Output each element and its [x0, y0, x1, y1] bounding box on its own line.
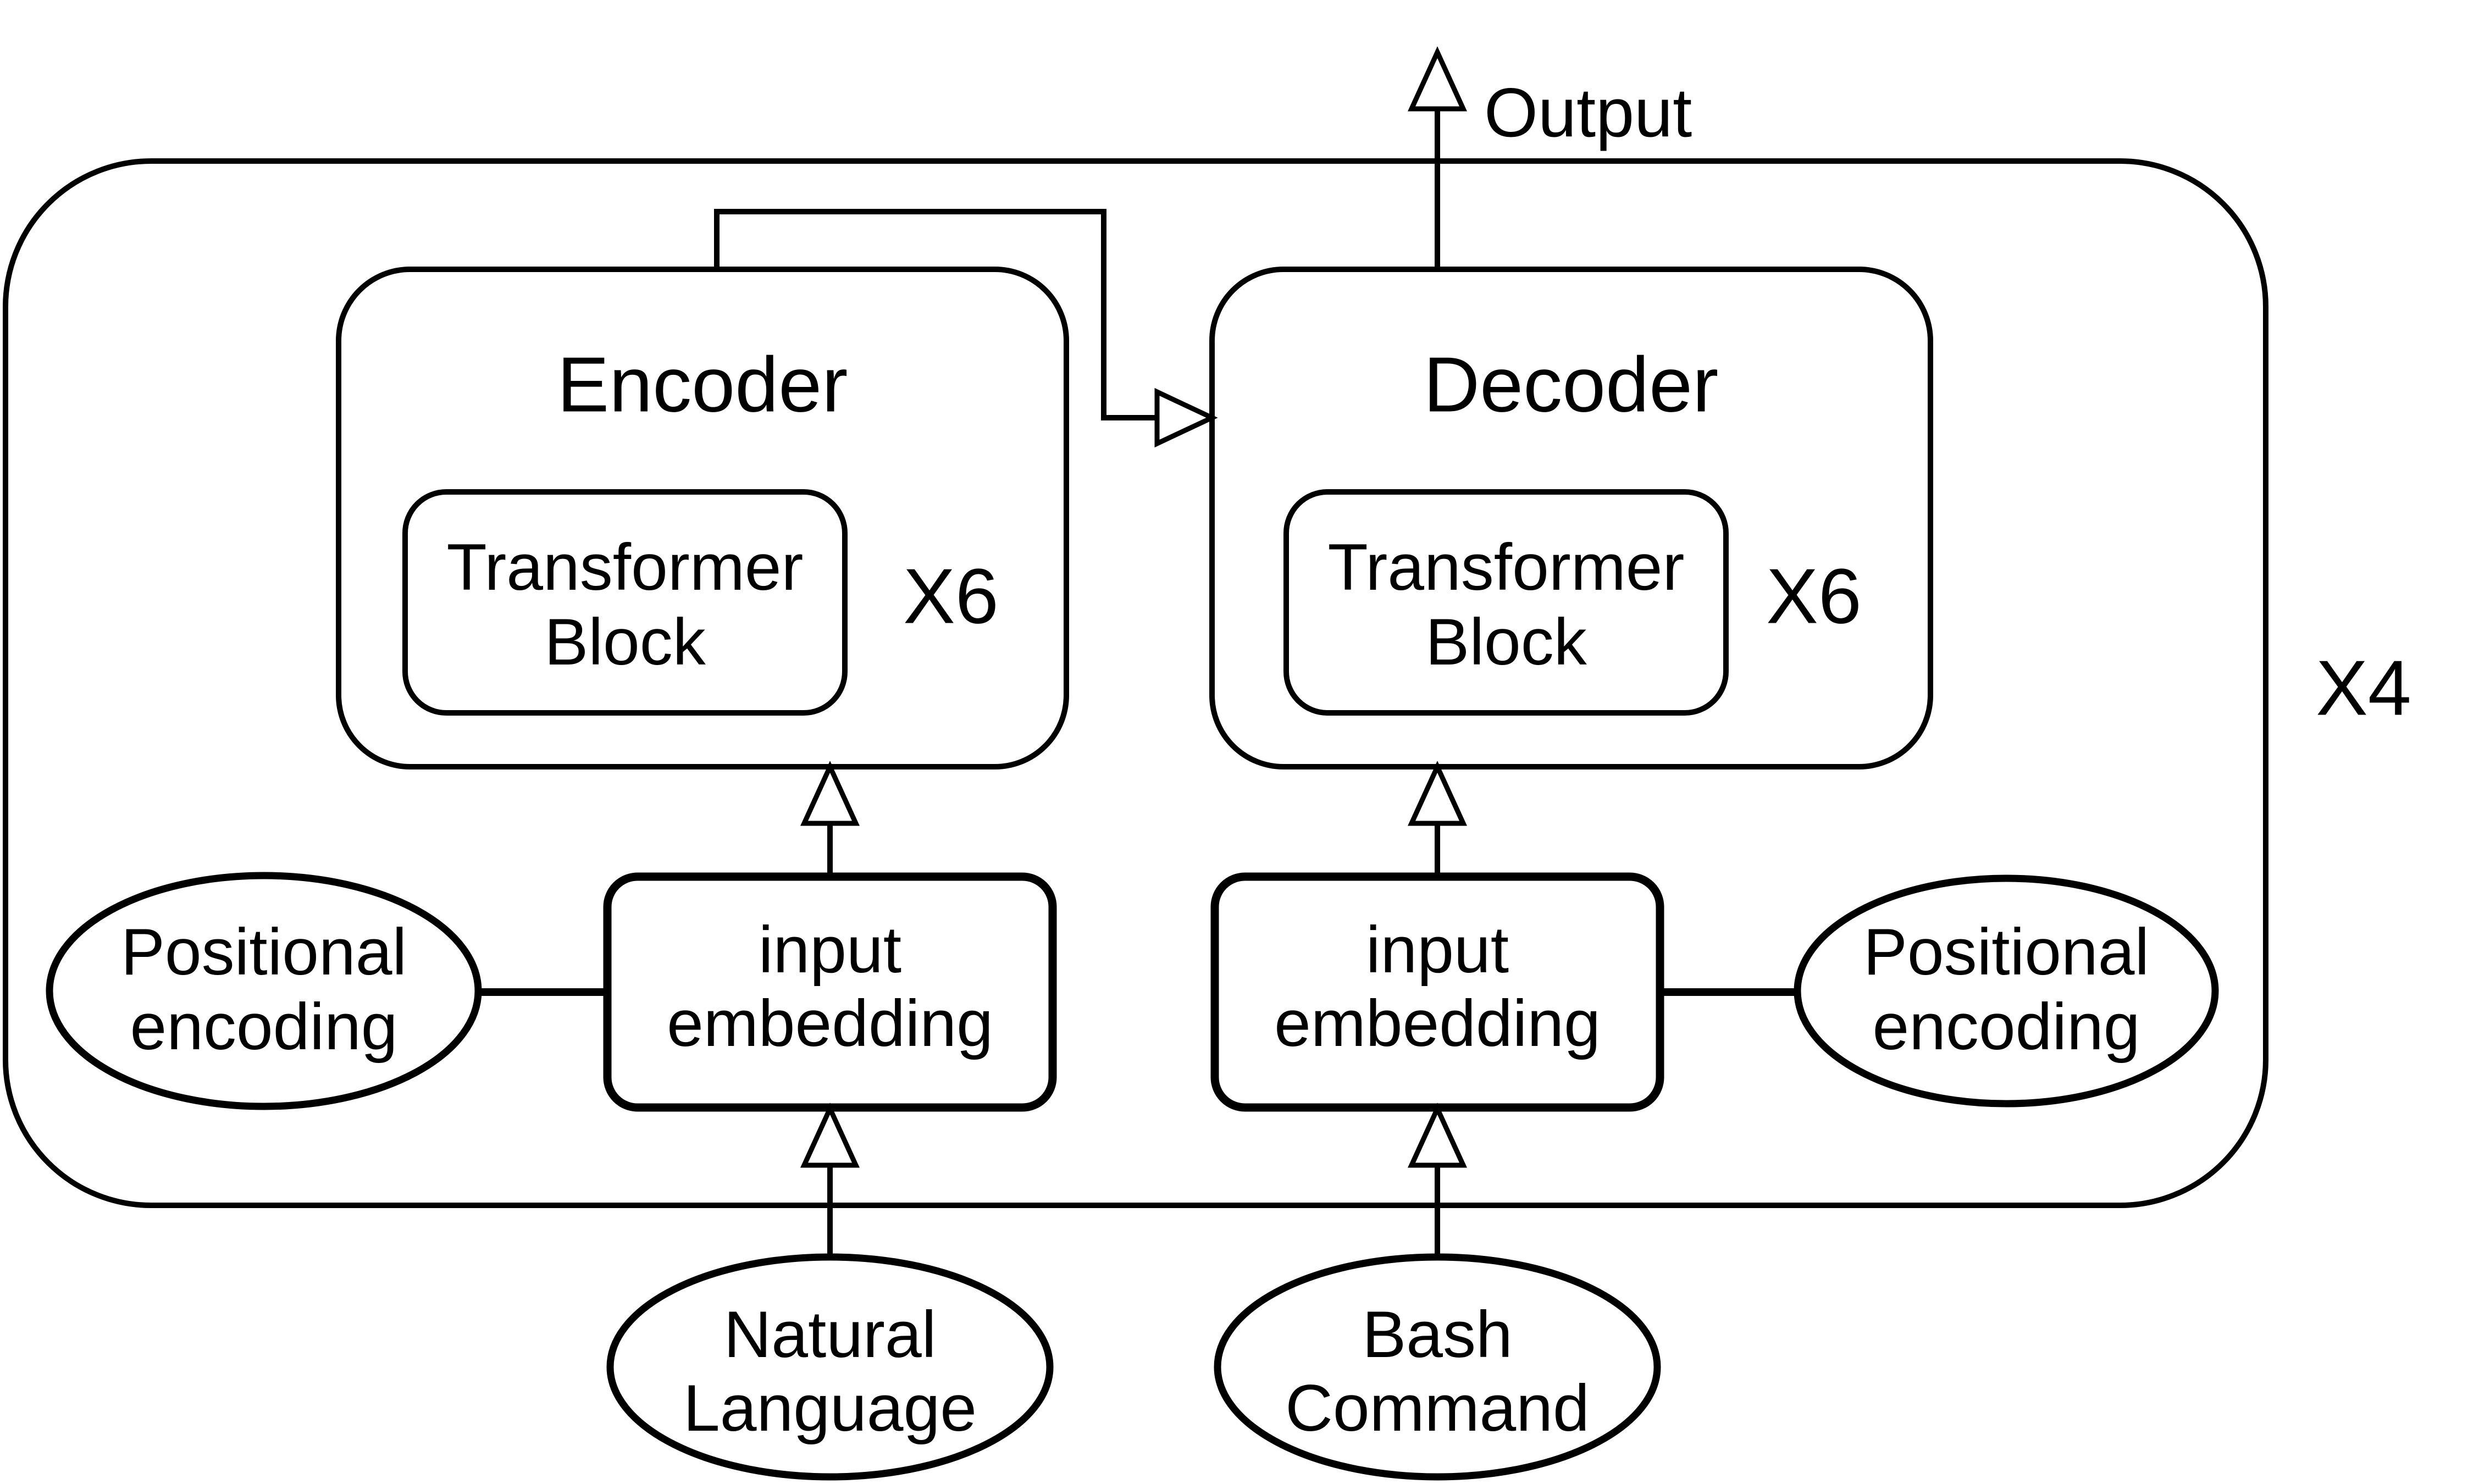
embedding-to-encoder-arrowhead-icon: [800, 761, 860, 826]
encoder-title: Encoder: [557, 341, 848, 429]
decoder-input-embedding-label-line2: embedding: [1274, 987, 1601, 1060]
embedding-to-decoder-arrowhead-icon: [1408, 761, 1467, 826]
bash-command-arrowhead-icon: [1408, 1103, 1467, 1168]
encoder-input-embedding-label-line1: input: [759, 913, 901, 987]
output-arrowhead-icon: [1408, 46, 1467, 112]
decoder-positional-encoding-label-line1: Positional: [1863, 915, 2149, 989]
decoder-transformer-block-box: [1283, 489, 1729, 716]
decoder-title: Decoder: [1424, 341, 1719, 429]
encoder-to-decoder-connector: [714, 209, 1157, 420]
decoder-input-embedding-label-line1: input: [1366, 913, 1509, 987]
decoder-repeat-label: X6: [1766, 553, 1862, 640]
decoder-box: [1209, 267, 1933, 769]
output-label: Output: [1484, 74, 1692, 152]
natural-language-label-line1: Natural: [724, 1298, 937, 1371]
encoder-positional-encoding-ellipse: [46, 872, 482, 1110]
natural-language-label-line2: Language: [683, 1371, 977, 1445]
encoder-input-embedding-label-line2: embedding: [667, 987, 993, 1060]
encoder-transformer-block-label-line2: Block: [544, 605, 706, 679]
bash-command-label-line2: Command: [1285, 1371, 1590, 1445]
outer-repeat-label: X4: [2316, 645, 2411, 732]
encoder-repeat-label: X6: [903, 553, 999, 640]
encoder-box: [336, 267, 1069, 769]
encoder-transformer-block-label-line1: Transformer: [447, 530, 804, 604]
encoder-positional-encoding-label-line2: encoding: [130, 990, 397, 1064]
natural-language-ellipse: [606, 1253, 1054, 1481]
decoder-positional-encoding-ellipse: [1794, 874, 2219, 1108]
outer-loop-box: [3, 158, 2268, 1208]
encoder-to-decoder-arrowhead-icon: [1154, 387, 1218, 448]
decoder-positional-encoding-label-line2: encoding: [1872, 990, 2140, 1064]
encoder-transformer-block-box: [402, 489, 848, 716]
bash-command-label-line1: Bash: [1362, 1298, 1513, 1371]
bash-command-ellipse: [1214, 1253, 1661, 1481]
decoder-transformer-block-label-line1: Transformer: [1328, 530, 1685, 604]
natural-language-arrowhead-icon: [800, 1103, 860, 1168]
encoder-positional-encoding-label-line1: Positional: [121, 915, 407, 989]
decoder-transformer-block-label-line2: Block: [1425, 605, 1587, 679]
